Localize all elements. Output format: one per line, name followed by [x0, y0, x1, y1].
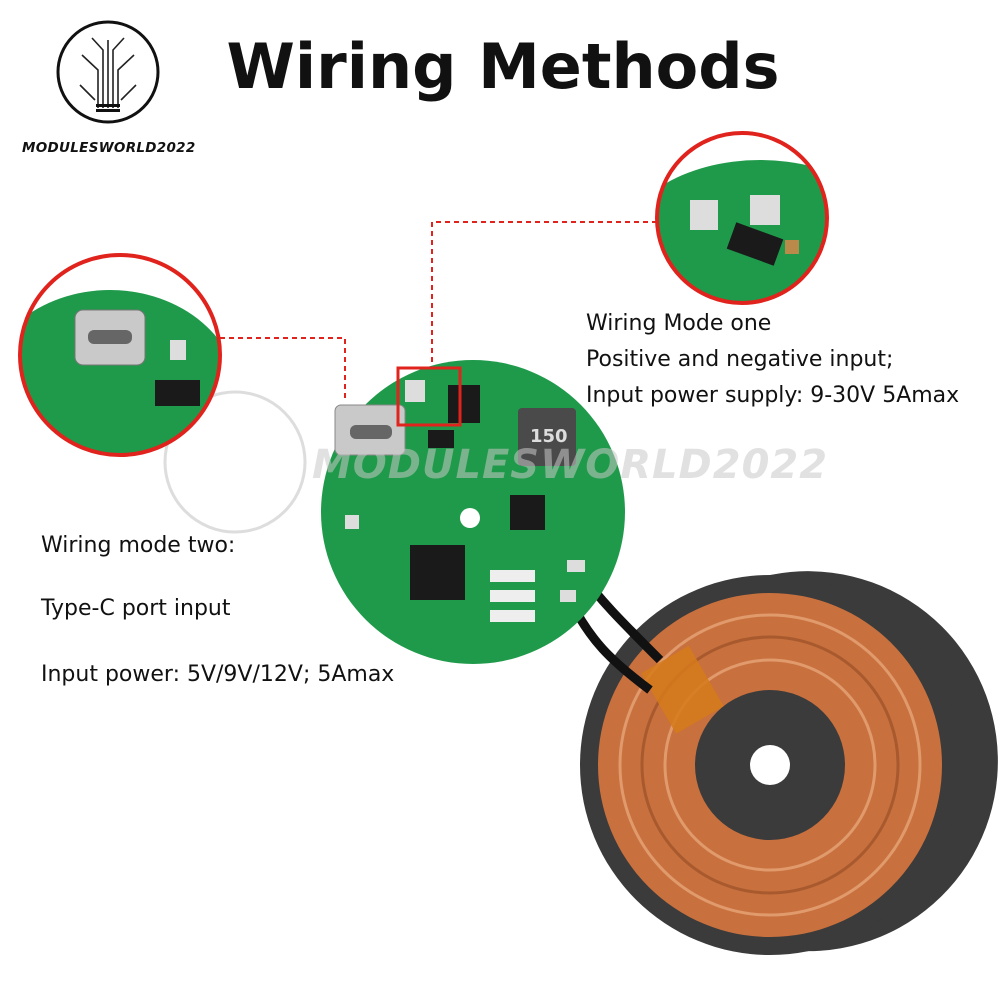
page-title: Wiring Methods: [226, 30, 780, 103]
watermark-text: MODULESWORLD2022: [312, 442, 829, 488]
inductor-label: 150: [530, 426, 568, 447]
coil: [565, 567, 998, 955]
logo: [56, 20, 160, 124]
mode-two-line2: Input power: 5V/9V/12V; 5Amax: [41, 662, 395, 687]
mode-two-heading: Wiring mode two:: [41, 533, 236, 558]
mode-two-line1: Type-C port input: [41, 596, 231, 621]
highlight-box: [396, 366, 462, 427]
pcb-board: [321, 360, 625, 664]
leader-line-mode-two: [220, 337, 346, 400]
brand-name: MODULESWORLD2022: [22, 140, 196, 156]
zoom-circle-mode-two: [18, 253, 222, 457]
mode-one-line2: Input power supply: 9-30V 5Amax: [586, 383, 960, 408]
watermark-logo: [163, 390, 307, 534]
mode-one-line1: Positive and negative input;: [586, 347, 894, 372]
zoom-circle-mode-one: [655, 131, 829, 305]
mode-one-heading: Wiring Mode one: [586, 311, 772, 336]
leader-line-mode-one: [431, 221, 657, 368]
